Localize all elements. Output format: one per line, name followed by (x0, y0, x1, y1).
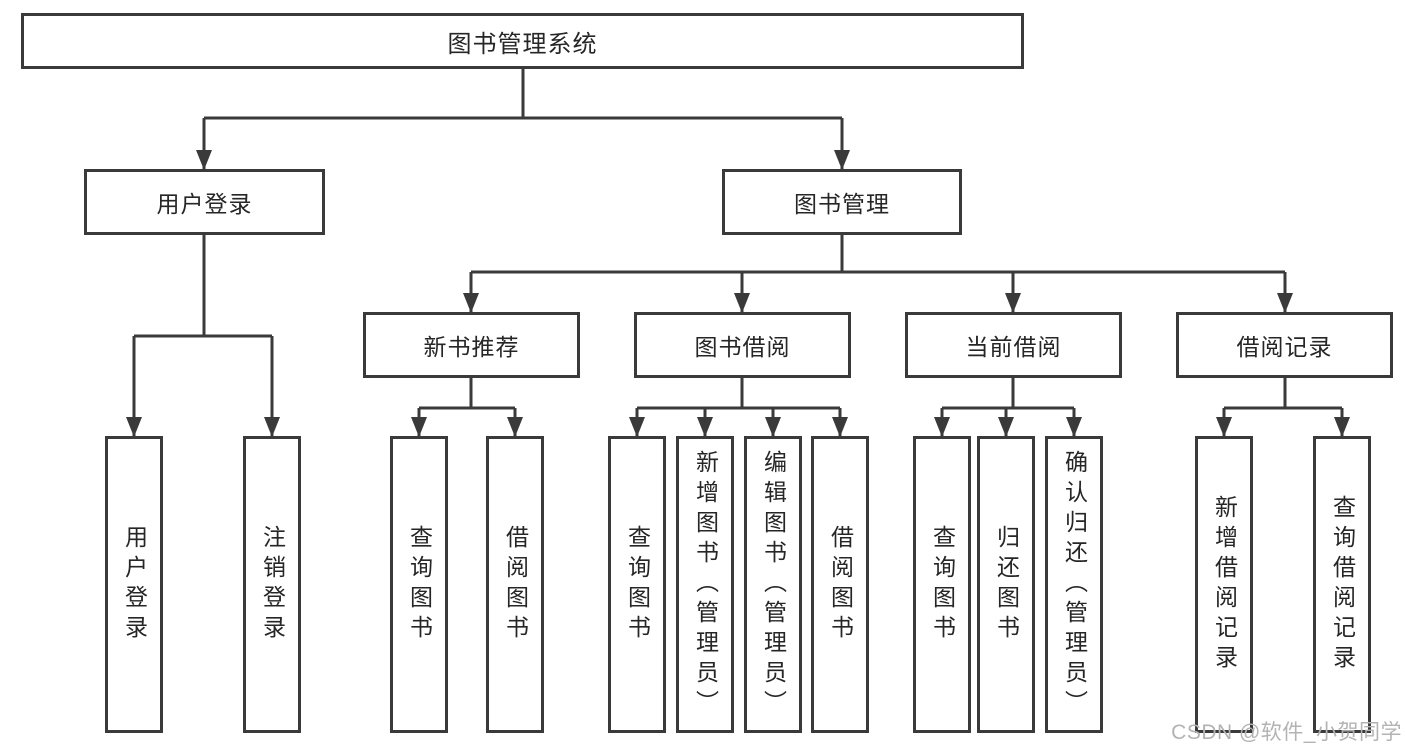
node-label: 查询图书 (406, 524, 433, 645)
node-leaf-add-books-admin: 新增图书（管理员） (676, 436, 734, 733)
node-leaf-borrow-books: 借阅图书 (811, 436, 869, 733)
node-label: 查询图书 (624, 524, 651, 645)
node-leaf-return-books: 归还图书 (977, 436, 1035, 733)
node-leaf-query-borrow-record: 查询借阅记录 (1313, 436, 1371, 733)
node-leaf-query-books: 查询图书 (608, 436, 666, 733)
node-book-borrowing: 图书借阅 (634, 312, 851, 378)
node-label: 图书借阅 (694, 334, 791, 360)
node-label: 用户登录 (156, 191, 253, 217)
node-library-management-system: 图书管理系统 (21, 13, 1024, 69)
node-label: 借阅图书 (827, 524, 854, 645)
node-label: 当前借阅 (965, 334, 1062, 360)
node-label: 借阅记录 (1236, 334, 1333, 360)
node-label: 归还图书 (993, 524, 1020, 645)
connector-borrow-records-children (1216, 378, 1350, 437)
node-leaf-confirm-return-admin: 确认归还（管理员） (1045, 436, 1103, 733)
node-label: 用户登录 (121, 524, 148, 645)
node-label: 图书管理系统 (447, 30, 598, 58)
csdn-watermark: CSDN @软件_小贺同学 (1171, 721, 1402, 744)
connector-current-borrow-children (934, 378, 1082, 437)
node-label: 借阅图书 (502, 524, 529, 645)
node-leaf-borrow-books: 借阅图书 (486, 436, 544, 733)
node-label: 确认归还（管理员） (1061, 449, 1088, 720)
connector-book-mgmt-children (463, 235, 1293, 313)
node-leaf-query-books: 查询图书 (913, 436, 971, 733)
node-user-login: 用户登录 (84, 169, 325, 235)
node-book-management: 图书管理 (722, 169, 962, 235)
node-label: 新书推荐 (423, 334, 520, 360)
connector-new-book-rec-children (411, 378, 523, 437)
connector-user-login-children (126, 235, 280, 437)
node-leaf-user-login: 用户登录 (105, 436, 163, 733)
connector-root-to-level2 (196, 69, 850, 170)
node-current-borrowing: 当前借阅 (905, 312, 1122, 378)
node-label: 编辑图书（管理员） (760, 449, 787, 720)
node-leaf-edit-books-admin: 编辑图书（管理员） (744, 436, 802, 733)
node-label: 查询借阅记录 (1329, 494, 1356, 675)
node-label: 注销登录 (259, 524, 286, 645)
node-leaf-query-books: 查询图书 (390, 436, 448, 733)
node-label: 图书管理 (794, 191, 890, 217)
connector-book-borrow-children (629, 378, 848, 437)
node-label: 新增图书（管理员） (692, 449, 719, 720)
node-leaf-add-borrow-record: 新增借阅记录 (1195, 436, 1253, 733)
node-label: 查询图书 (929, 524, 956, 645)
node-borrowing-records: 借阅记录 (1176, 312, 1393, 378)
node-leaf-logout: 注销登录 (243, 436, 301, 733)
node-new-book-recommendation: 新书推荐 (363, 312, 580, 378)
node-label: 新增借阅记录 (1211, 494, 1238, 675)
